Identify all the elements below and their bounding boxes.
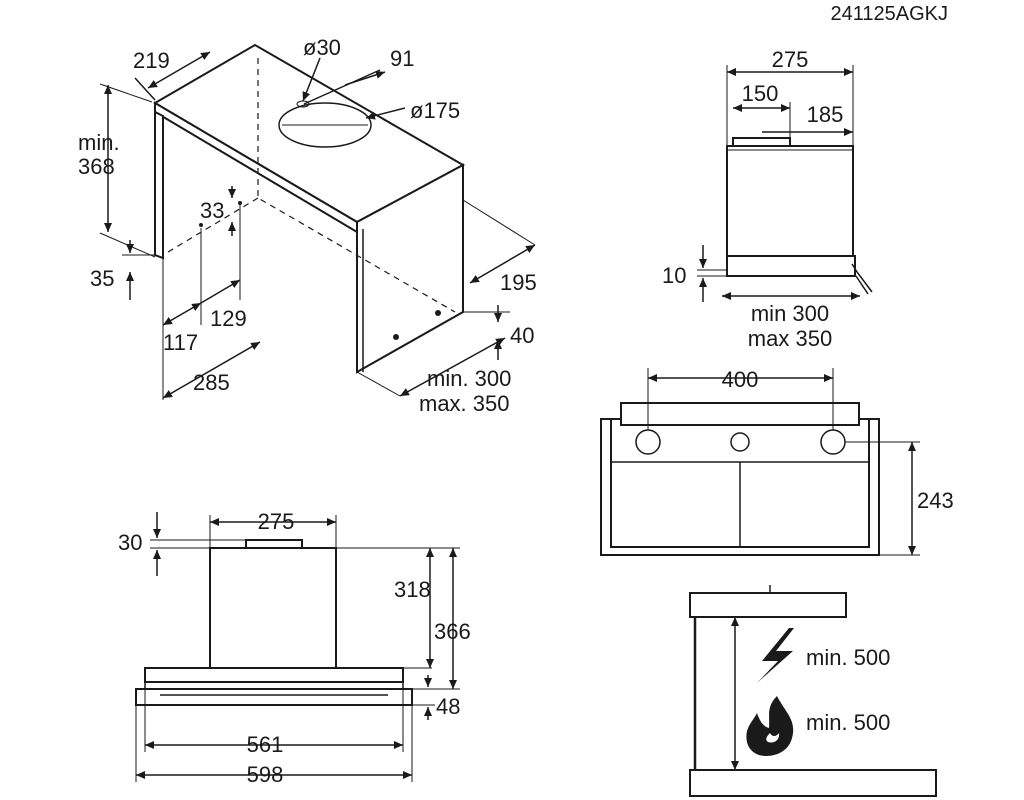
dim-side-150: 150 xyxy=(742,81,779,106)
dim-o175: ø175 xyxy=(410,98,460,123)
dim-side-max350: max 350 xyxy=(748,326,832,351)
electric-clearance: min. 500 xyxy=(806,645,890,670)
gas-flame-icon xyxy=(746,696,794,756)
dim-front-30: 30 xyxy=(118,530,142,555)
clearance-view: min. 500 min. 500 xyxy=(689,585,937,797)
dim-under-243: 243 xyxy=(917,488,954,513)
electric-lightning-icon xyxy=(757,628,794,683)
dim-side-min300: min 300 xyxy=(751,301,829,326)
dim-40: 40 xyxy=(510,323,534,348)
front-view: 275 30 318 366 48 561 598 xyxy=(118,509,471,787)
model-code: 241125AGKJ xyxy=(831,3,949,25)
dim-o30: ø30 xyxy=(303,35,341,60)
dim-219: 219 xyxy=(133,48,170,73)
dim-min-label: min. xyxy=(78,130,120,155)
dim-side-10: 10 xyxy=(662,263,686,288)
dim-368: 368 xyxy=(78,154,115,179)
dim-under-400: 400 xyxy=(722,367,759,392)
iso-hidden-edges xyxy=(257,58,456,313)
dim-iso-min300: min. 300 xyxy=(427,366,511,391)
front-chimney xyxy=(209,547,337,669)
front-canopy xyxy=(144,667,404,683)
dim-91: 91 xyxy=(390,46,414,71)
iso-left-leg xyxy=(154,110,164,260)
dim-35: 35 xyxy=(90,266,114,291)
side-view: 275 150 185 10 min 300 max 350 xyxy=(662,47,873,351)
dim-side-185: 185 xyxy=(807,102,844,127)
clearance-hood xyxy=(689,592,847,618)
dim-117: 117 xyxy=(163,330,198,355)
isometric-view: 219 ø30 91 ø175 min. 368 33 35 195 xyxy=(78,35,537,416)
side-chimney xyxy=(726,145,854,257)
dim-front-561: 561 xyxy=(247,732,284,757)
dim-side-275: 275 xyxy=(772,47,809,72)
dim-front-366: 366 xyxy=(434,619,471,644)
dim-195: 195 xyxy=(500,270,537,295)
clearance-hob xyxy=(689,769,937,797)
dim-front-275: 275 xyxy=(258,509,295,534)
dim-front-48: 48 xyxy=(436,694,460,719)
dim-129: 129 xyxy=(210,306,247,331)
underside-view: 400 243 xyxy=(600,367,954,556)
gas-clearance: min. 500 xyxy=(806,710,890,735)
side-canopy xyxy=(726,255,856,277)
dim-front-318: 318 xyxy=(394,577,431,602)
dim-iso-max350: max. 350 xyxy=(419,391,510,416)
outlet-ellipse xyxy=(278,102,372,148)
dim-33: 33 xyxy=(200,198,224,223)
dim-front-598: 598 xyxy=(247,762,284,787)
dim-285: 285 xyxy=(193,370,230,395)
